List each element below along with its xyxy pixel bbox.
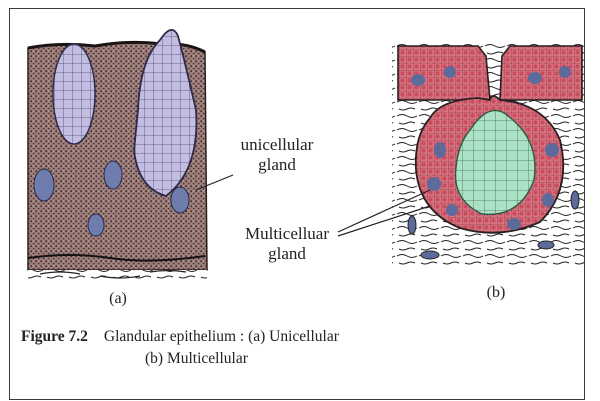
panel-b-label: (b): [476, 283, 516, 303]
nucleus: [171, 187, 189, 213]
nucleus: [104, 161, 122, 189]
panel-a-illustration: [28, 30, 207, 282]
figure-number: Figure 7.2: [21, 328, 88, 345]
nucleus: [34, 169, 54, 201]
panel-b-illustration: [392, 42, 584, 267]
nucleus: [559, 66, 571, 78]
nucleus: [411, 74, 425, 86]
caption-line-1: Glandular epithelium : (a) Unicellular: [104, 328, 339, 345]
label-multicellular-gland: Multicelluar gland: [232, 224, 342, 264]
figure-caption: Figure 7.2 Glandular epithelium : (a) Uni…: [21, 326, 581, 370]
caption-line-2: (b) Multicellular: [21, 348, 581, 370]
nucleus: [444, 66, 456, 78]
label-unicellular-gland: unicellular gland: [232, 135, 322, 175]
panel-a-label: (a): [98, 289, 138, 309]
nucleus: [528, 72, 542, 84]
goblet-cell: [53, 44, 95, 144]
nucleus: [88, 214, 104, 236]
